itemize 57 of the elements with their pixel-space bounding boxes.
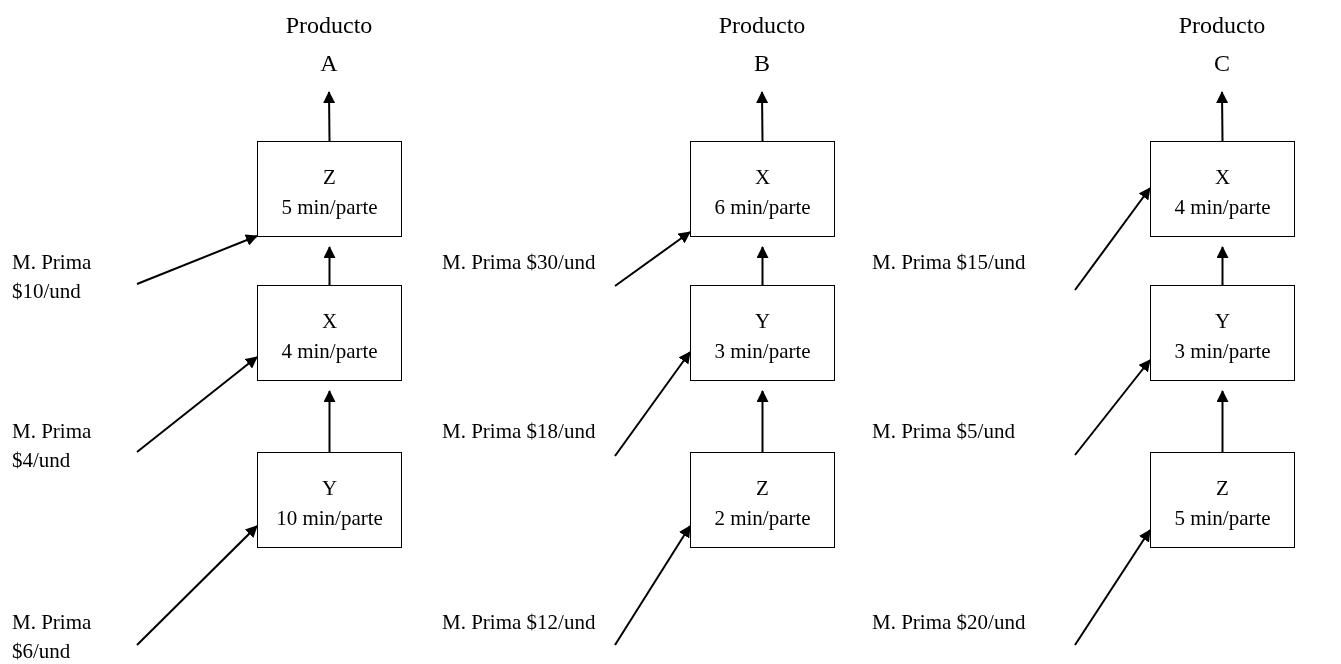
material-label: M. Prima $5/und: [872, 417, 1075, 477]
arrow: [1216, 246, 1229, 286]
process-text: 3 min/parte: [714, 338, 811, 365]
process-box: [257, 141, 402, 237]
process-text: Z: [1216, 475, 1229, 502]
material-label: M. Prima $10/und: [12, 248, 137, 308]
process-text: 3 min/parte: [1174, 338, 1271, 365]
material-label: M. Prima $18/und: [442, 417, 615, 477]
process-text: 4 min/parte: [281, 338, 378, 365]
process-text: 10 min/parte: [276, 505, 383, 532]
process-text: 4 min/parte: [1174, 194, 1271, 221]
process-box: [1150, 285, 1295, 381]
arrow: [756, 91, 769, 142]
process-box: [1150, 141, 1295, 237]
product-label: Producto C: [1172, 6, 1272, 82]
material-label: M. Prima $20/und: [872, 608, 1075, 664]
process-text: Y: [754, 308, 771, 335]
arrow: [614, 351, 691, 457]
arrow: [1216, 390, 1229, 453]
process-text: X: [754, 164, 771, 191]
arrow: [1074, 359, 1151, 456]
product-label: Producto A: [279, 6, 379, 82]
process-text: 2 min/parte: [714, 505, 811, 532]
material-label: M. Prima $12/und: [442, 608, 615, 664]
material-label: M. Prima $30/und: [442, 248, 615, 308]
material-label: M. Prima $15/und: [872, 248, 1075, 308]
process-box: [257, 452, 402, 548]
process-text: 5 min/parte: [281, 194, 378, 221]
arrow: [1216, 91, 1229, 142]
process-box: [257, 285, 402, 381]
process-text: Z: [323, 164, 336, 191]
process-box: [1150, 452, 1295, 548]
arrow: [136, 356, 258, 453]
arrow: [136, 525, 258, 646]
process-text: Z: [756, 475, 769, 502]
process-text: Y: [321, 475, 338, 502]
arrow: [756, 246, 769, 286]
material-label: M. Prima $4/und: [12, 417, 137, 477]
arrow: [323, 246, 336, 286]
arrow: [756, 390, 769, 453]
arrow: [1074, 529, 1151, 646]
process-text: X: [321, 308, 338, 335]
arrow: [323, 91, 336, 142]
arrow: [614, 525, 691, 646]
arrow: [1074, 187, 1151, 291]
process-text: X: [1214, 164, 1231, 191]
product-label: Producto B: [712, 6, 812, 82]
arrow: [323, 390, 336, 453]
process-text: Y: [1214, 308, 1231, 335]
process-box: [690, 285, 835, 381]
arrow: [136, 234, 258, 285]
process-box: [690, 141, 835, 237]
arrow: [614, 231, 691, 287]
process-box: [690, 452, 835, 548]
process-text: 5 min/parte: [1174, 505, 1271, 532]
material-label: M. Prima $6/und: [12, 608, 137, 664]
process-text: 6 min/parte: [714, 194, 811, 221]
